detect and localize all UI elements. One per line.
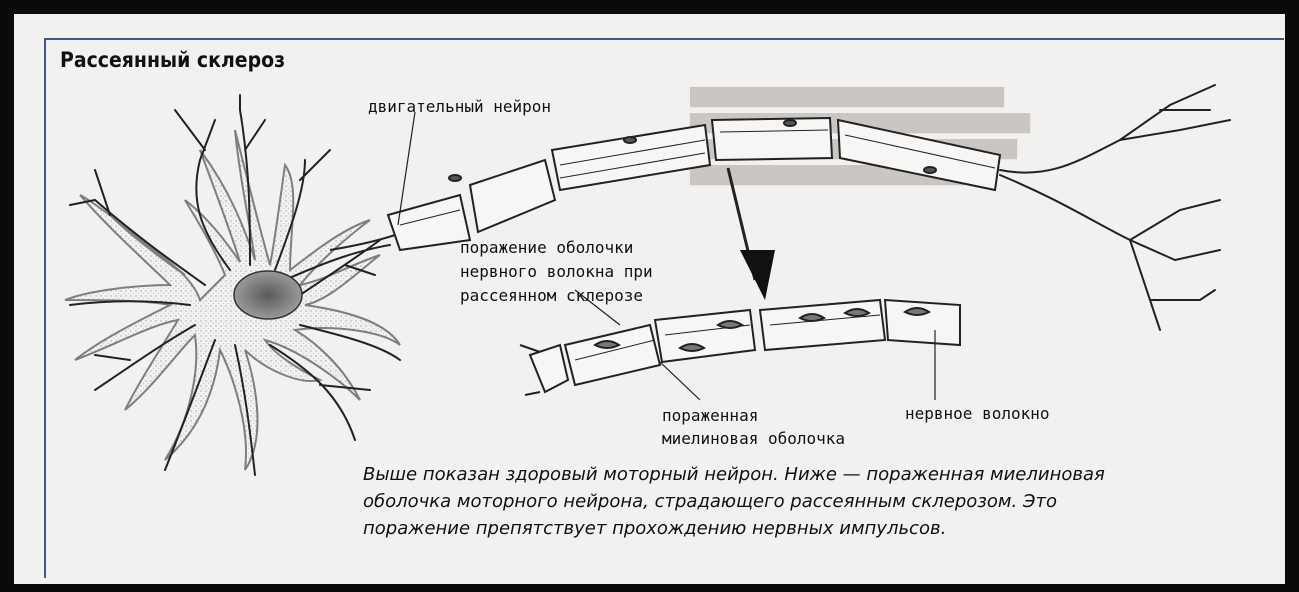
label-sheath-damage-3: рассеянном склерозе [460, 285, 643, 307]
label-nerve-fiber: нервное волокно [905, 403, 1050, 425]
label-damaged-myelin-2: миелиновая оболочка [662, 428, 845, 450]
label-sheath-damage-2: нервного волокна при [460, 261, 653, 283]
caption-line-1: Выше показан здоровый моторный нейрон. Н… [363, 461, 1203, 488]
label-motor-neuron: двигательный нейрон [368, 96, 551, 118]
caption-line-3: поражение препятствует прохождению нервн… [363, 515, 1203, 542]
figure-caption: Выше показан здоровый моторный нейрон. Н… [363, 461, 1203, 542]
healthy-axon [330, 118, 1000, 250]
nucleus [234, 271, 302, 319]
axon-terminals [1000, 85, 1230, 330]
damaged-axon [520, 300, 960, 395]
caption-line-2: оболочка моторного нейрона, страдающего … [363, 488, 1203, 515]
down-arrow [728, 168, 775, 300]
label-sheath-damage-1: поражение оболочки [460, 237, 633, 259]
label-damaged-myelin-1: пораженная [662, 405, 758, 427]
cell-body [65, 130, 400, 470]
